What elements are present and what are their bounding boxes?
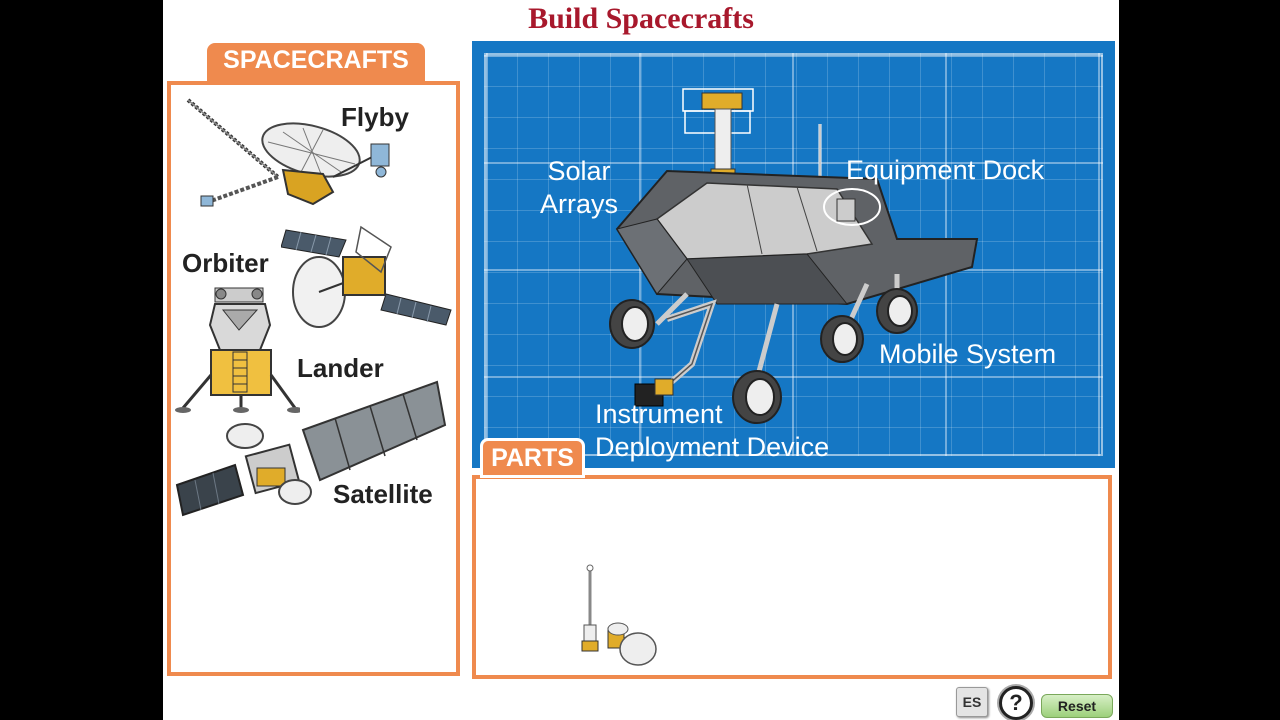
label-idd-line1: Instrument <box>595 399 723 429</box>
orbiter-label: Orbiter <box>182 248 269 278</box>
label-instrument-deployment-device: Instrument Deployment Device <box>595 398 829 464</box>
flyby-spacecraft-image[interactable] <box>183 92 398 217</box>
part-antenna-and-equipment-dock[interactable] <box>578 563 663 668</box>
parts-panel <box>472 475 1112 679</box>
blueprint-area: Solar Arrays Equipment Dock Mobile Syste… <box>472 41 1115 468</box>
label-equipment-dock: Equipment Dock <box>846 155 1045 185</box>
satellite-label: Satellite <box>333 479 433 509</box>
parts-tab: PARTS <box>480 438 585 478</box>
spacecrafts-tab: SPACECRAFTS <box>207 43 425 83</box>
lander-label: Lander <box>297 353 384 383</box>
help-button[interactable]: ? <box>999 686 1033 720</box>
label-solar-line1: Solar <box>547 156 611 186</box>
lander-spacecraft-image[interactable] <box>175 280 300 417</box>
satellite-spacecraft-image[interactable] <box>175 380 447 518</box>
activity-stage: Build Spacecrafts SPACECRAFTS Flyby Orbi… <box>163 0 1119 720</box>
rover-image[interactable] <box>597 79 987 429</box>
orbiter-spacecraft-image[interactable] <box>281 222 456 330</box>
language-button[interactable]: ES <box>956 687 988 717</box>
label-mobile-system: Mobile System <box>879 339 1057 369</box>
page-title: Build Spacecrafts <box>528 2 754 35</box>
label-idd-line2: Deployment Device <box>595 432 830 462</box>
label-solar-line2: Arrays <box>540 189 619 219</box>
label-solar-arrays: Solar Arrays <box>540 155 618 221</box>
flyby-label: Flyby <box>341 102 409 132</box>
reset-button[interactable]: Reset <box>1041 694 1113 718</box>
